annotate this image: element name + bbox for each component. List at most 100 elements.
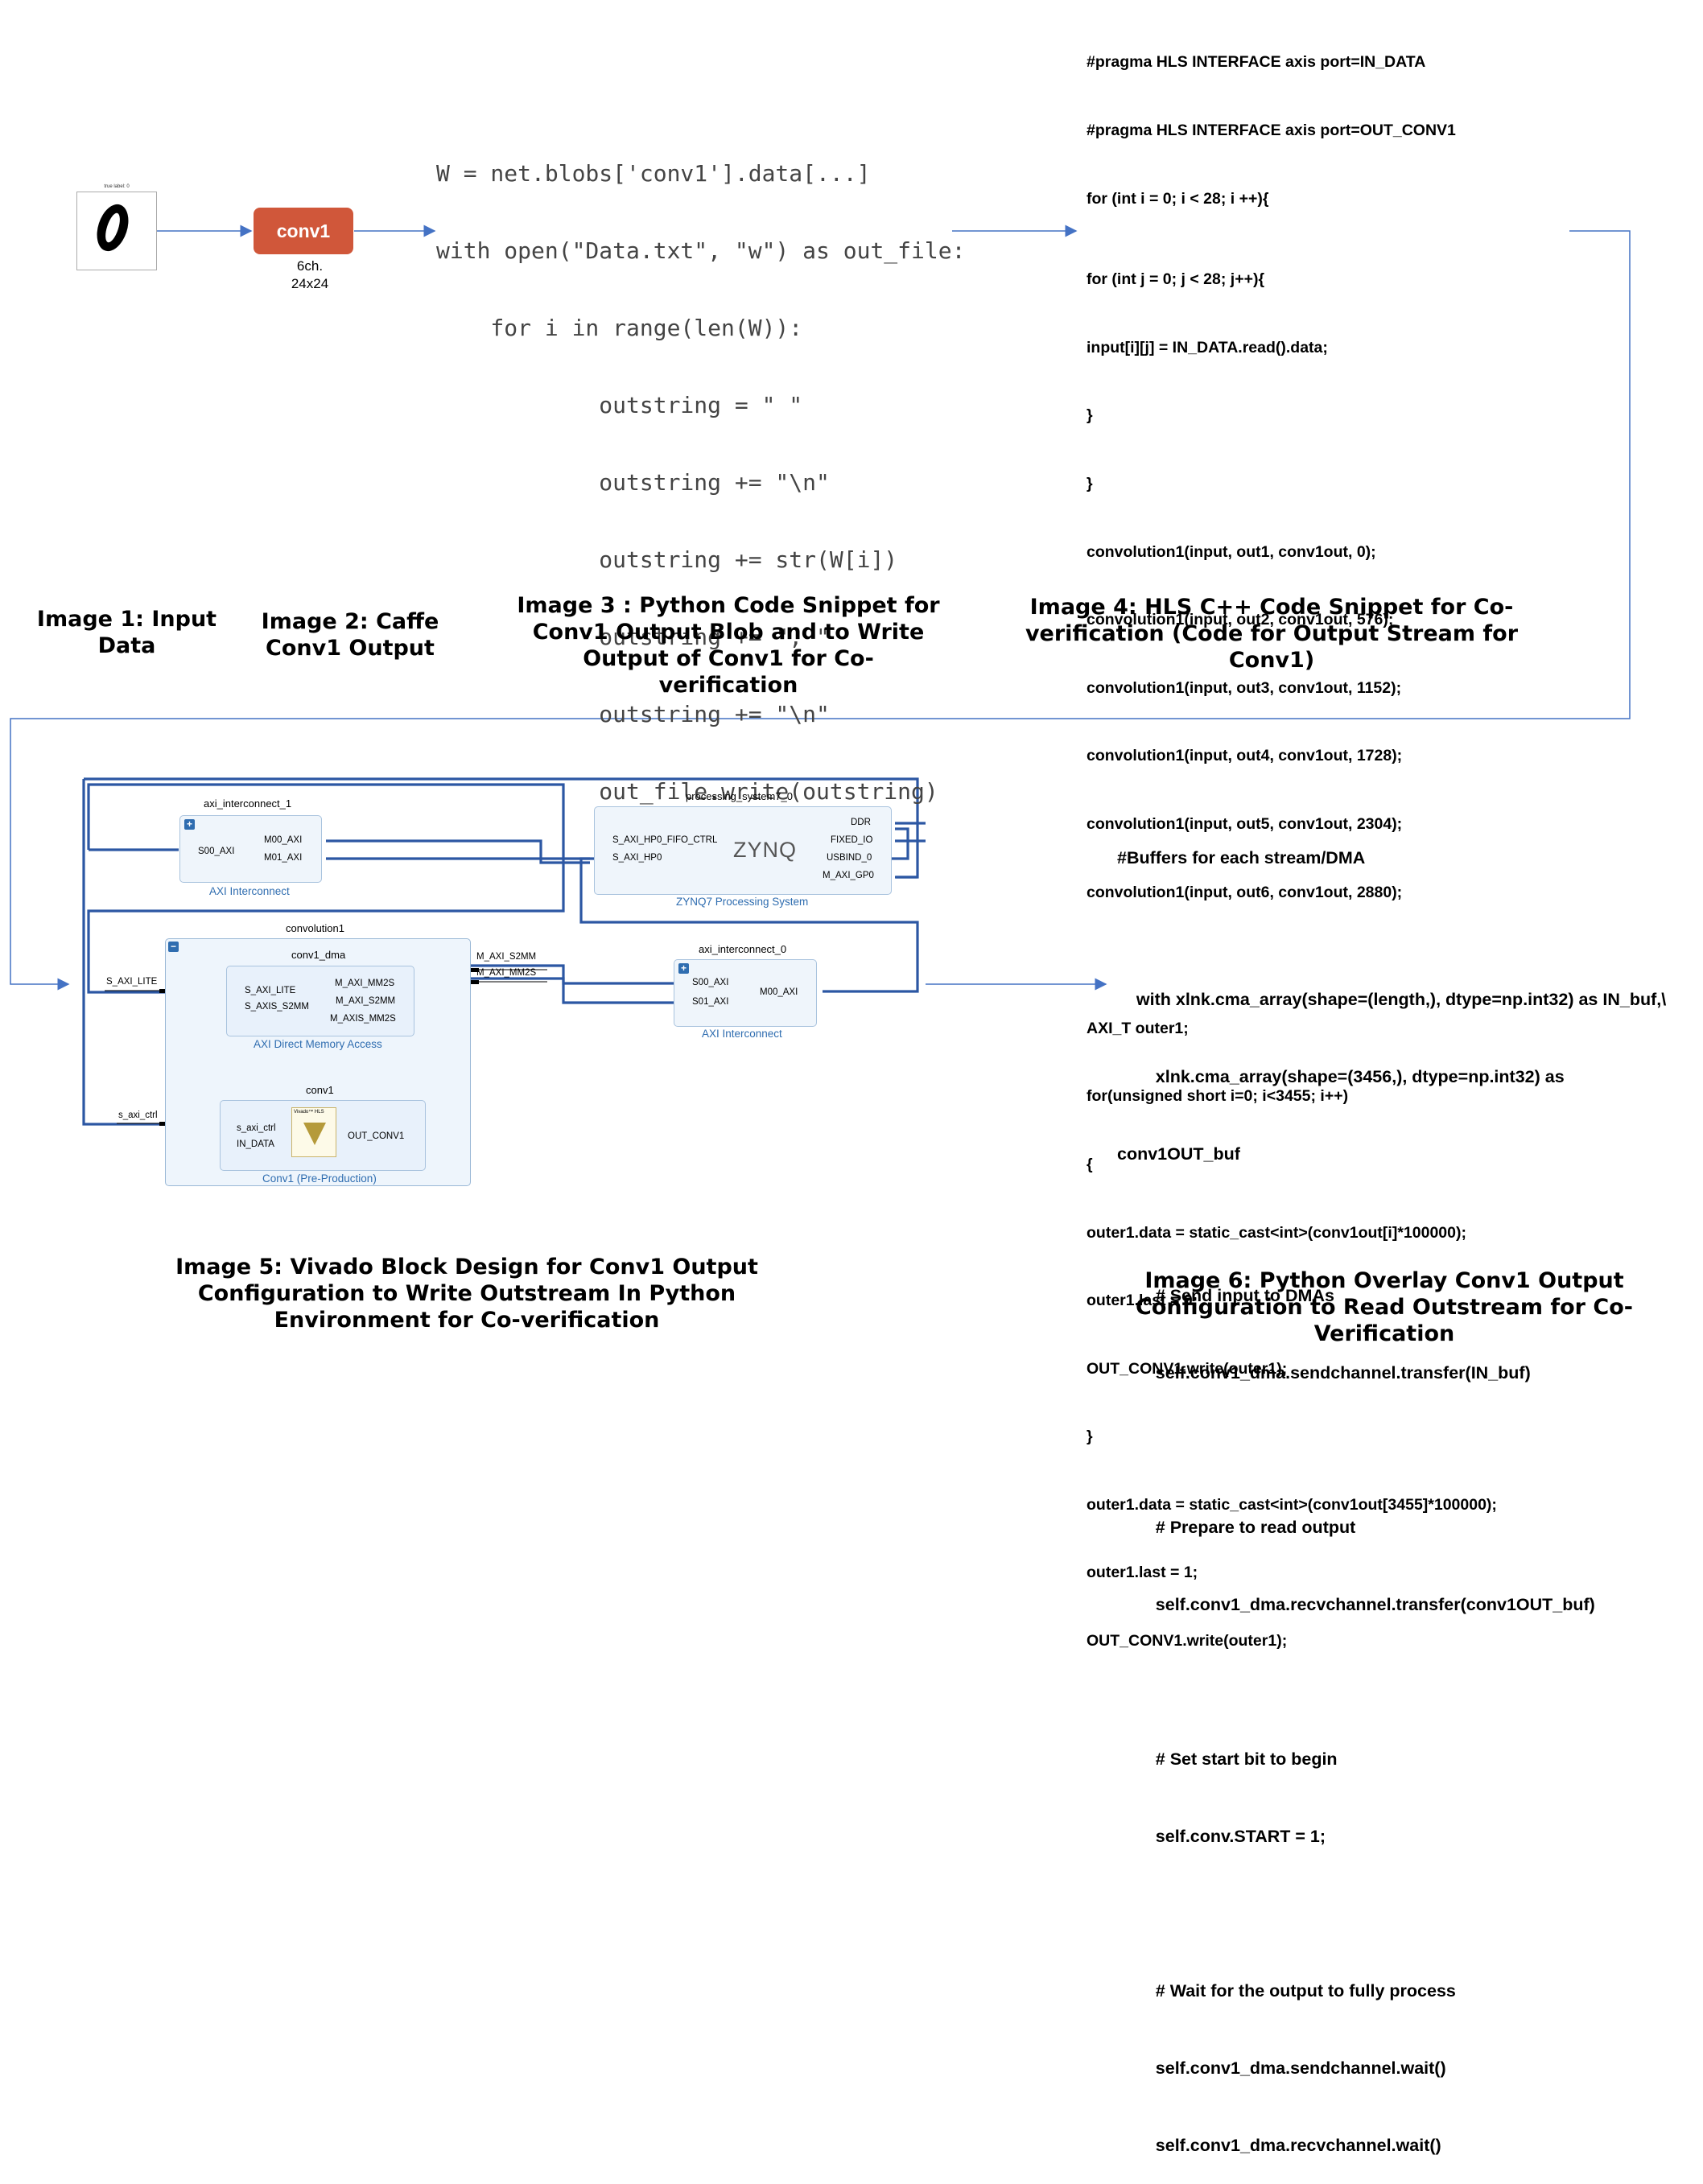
caption-image1: Image 1: Input Data — [36, 607, 217, 658]
caption-image3: Image 3 : Python Code Snippet for Conv1 … — [517, 593, 940, 698]
convolution1-title: convolution1 — [286, 922, 344, 934]
axi-interconnect-0-subtitle: AXI Interconnect — [702, 1028, 782, 1040]
code-line: } — [1087, 474, 1093, 492]
code-line: out_file.write(outstring) — [436, 778, 938, 805]
code-line: outstring += "\n" — [436, 469, 830, 496]
axi-interconnect-1-subtitle: AXI Interconnect — [209, 885, 290, 897]
port-s-axi-ctrl: s_axi_ctrl — [237, 1123, 276, 1133]
code-line — [1117, 1901, 1666, 1926]
code-line: self.conv1_dma.recvchannel.wait() — [1117, 2136, 1441, 2155]
port-fixed-io: FIXED_IO — [831, 835, 873, 845]
axi-interconnect-1-block[interactable]: + S00_AXI M00_AXI M01_AXI — [179, 815, 322, 883]
code-line: convolution1(input, out3, conv1out, 1152… — [1087, 678, 1402, 697]
port-m01-axi: M01_AXI — [264, 853, 303, 863]
python-code-snippet: W = net.blobs['conv1'].data[...] with op… — [436, 109, 965, 830]
code-line: convolution1(input, out4, conv1out, 1728… — [1087, 747, 1403, 765]
caption-image5: Image 5: Vivado Block Design for Conv1 O… — [175, 1255, 758, 1333]
caption-image2: Image 2: Caffe Conv1 Output — [261, 609, 439, 661]
code-line: # Prepare to read output — [1117, 1518, 1356, 1537]
code-line: convolution1(input, out6, conv1out, 2880… — [1087, 883, 1403, 901]
port-s00-axi: S00_AXI — [198, 847, 235, 856]
code-line: #pragma HLS INTERFACE axis port=OUT_CONV… — [1087, 122, 1456, 139]
code-line — [1117, 1218, 1666, 1231]
processing-system-subtitle: ZYNQ7 Processing System — [676, 896, 809, 908]
net-label-m-axi-s2mm: M_AXI_S2MM — [476, 952, 537, 962]
vivado-hls-logo: Vivado™ HLS — [291, 1107, 336, 1157]
port-s-axi-hp0: S_AXI_HP0 — [612, 853, 662, 863]
ext-port-s-axi-ctrl: s_axi_ctrl — [118, 1111, 158, 1120]
conv1-dma-block[interactable]: S_AXI_LITE S_AXIS_S2MM M_AXI_MM2S M_AXI_… — [226, 966, 414, 1036]
code-line: self.conv1_dma.recvchannel.transfer(conv… — [1117, 1595, 1595, 1614]
code-line: # Set start bit to begin — [1117, 1749, 1338, 1769]
conv1-title: conv1 — [306, 1084, 334, 1096]
port-usbind-0: USBIND_0 — [827, 853, 872, 863]
code-line: conv1OUT_buf — [1117, 1144, 1240, 1164]
port-in-data: IN_DATA — [237, 1139, 274, 1149]
input-digit-plot: true label: 0 — [76, 184, 157, 270]
port-m-axi-mm2s: M_AXI_MM2S — [335, 979, 395, 988]
port-m-axi-gp0: M_AXI_GP0 — [823, 871, 874, 880]
axi-interconnect-1-title: axi_interconnect_1 — [204, 797, 292, 810]
axi-interconnect-0-block[interactable]: + S00_AXI S01_AXI M00_AXI — [674, 959, 817, 1027]
code-line: convolution1(input, out1, conv1out, 0); — [1087, 542, 1376, 561]
conv1-channels: 6ch. — [296, 258, 324, 274]
caption-image4: Image 4: HLS C++ Code Snippet for Co- ve… — [1025, 595, 1519, 673]
conv1-dma-title: conv1_dma — [291, 949, 346, 961]
code-line: # Wait for the output to fully process — [1117, 1981, 1456, 2001]
port-m-axis-mm2s: M_AXIS_MM2S — [330, 1014, 396, 1024]
code-line: convolution1(input, out5, conv1out, 2304… — [1087, 814, 1403, 833]
port-ddr: DDR — [851, 818, 871, 827]
code-line: self.conv1_dma.sendchannel.wait() — [1117, 2058, 1446, 2078]
code-line: input[i][j] = IN_DATA.read().data; — [1087, 338, 1328, 356]
code-line — [1117, 922, 1666, 935]
port-s01-axi: S01_AXI — [692, 997, 729, 1007]
port-s-axi-hp0-fifo-ctrl: S_AXI_HP0_FIFO_CTRL — [612, 835, 718, 845]
port-s00-axi: S00_AXI — [692, 978, 729, 987]
net-label-m-axi-mm2s: M_AXI_MM2S — [476, 968, 537, 978]
code-line: outstring += str(W[i]) — [436, 546, 898, 573]
conv1-subtitle: Conv1 (Pre-Production) — [262, 1172, 377, 1185]
expand-icon[interactable]: + — [184, 819, 195, 830]
zynq-logo: ZYNQ — [733, 838, 798, 862]
code-line: # Send input to DMAs — [1117, 1286, 1334, 1305]
code-line: xlnk.cma_array(shape=(3456,), dtype=np.i… — [1117, 1067, 1565, 1086]
processing-system-title: processing_system7_0 — [686, 790, 793, 802]
port-out-conv1: OUT_CONV1 — [348, 1131, 405, 1141]
code-line: { — [1087, 1155, 1093, 1173]
caption-image6: Image 6: Python Overlay Conv1 Output Con… — [1136, 1268, 1633, 1346]
code-line: outstring += "\n" — [436, 701, 830, 727]
port-s-axi-lite: S_AXI_LITE — [245, 986, 296, 995]
code-line: convolution1(input, out2, conv1out, 576)… — [1087, 611, 1394, 629]
processing-system-block[interactable]: S_AXI_HP0_FIFO_CTRL S_AXI_HP0 ZYNQ DDR F… — [594, 806, 892, 895]
code-line: for (int i = 0; i < 28; i ++){ — [1087, 189, 1269, 208]
axi-interconnect-0-title: axi_interconnect_0 — [699, 943, 787, 955]
connector-hls-to-vivado — [10, 230, 1631, 991]
port-m00-axi: M00_AXI — [264, 835, 303, 845]
code-line: outer1.data = static_cast<int>(conv1out[… — [1087, 1223, 1466, 1242]
code-line: for (int j = 0; j < 28; j++){ — [1087, 270, 1265, 289]
code-line: with open("Data.txt", "w") as out_file: — [436, 237, 966, 264]
code-line: for i in range(len(W)): — [436, 315, 803, 341]
code-line — [1117, 1437, 1666, 1463]
port-s-axis-s2mm: S_AXIS_S2MM — [245, 1002, 309, 1012]
code-line: W = net.blobs['conv1'].data[...] — [436, 160, 871, 187]
conv1-layer-box: conv1 — [254, 208, 353, 254]
port-m00-axi: M00_AXI — [760, 987, 798, 997]
code-line: #pragma HLS INTERFACE axis port=IN_DATA — [1087, 53, 1426, 72]
conv1-block[interactable]: s_axi_ctrl IN_DATA Vivado™ HLS OUT_CONV1 — [220, 1100, 426, 1171]
code-line: } — [1087, 406, 1093, 425]
code-line: self.conv.START = 1; — [1117, 1827, 1326, 1846]
conv1-dma-subtitle: AXI Direct Memory Access — [254, 1038, 382, 1050]
code-line: outstring += ", " — [436, 624, 830, 650]
digit-zero — [91, 200, 134, 256]
collapse-icon[interactable]: − — [168, 942, 179, 952]
code-line: self.conv1_dma.sendchannel.transfer(IN_b… — [1117, 1363, 1531, 1383]
code-line — [1117, 1669, 1666, 1695]
port-m-axi-s2mm: M_AXI_S2MM — [336, 996, 396, 1006]
overlay-code-snippet: #Buffers for each stream/DMA with xlnk.c… — [1117, 793, 1666, 2184]
code-line: outer1.last = 0; — [1087, 1292, 1198, 1310]
code-line: for(unsigned short i=0; i<3455; i++) — [1087, 1087, 1349, 1106]
expand-icon[interactable]: + — [678, 963, 689, 974]
code-line: AXI_T outer1; — [1087, 1019, 1189, 1037]
plot-title: true label: 0 — [104, 184, 130, 189]
